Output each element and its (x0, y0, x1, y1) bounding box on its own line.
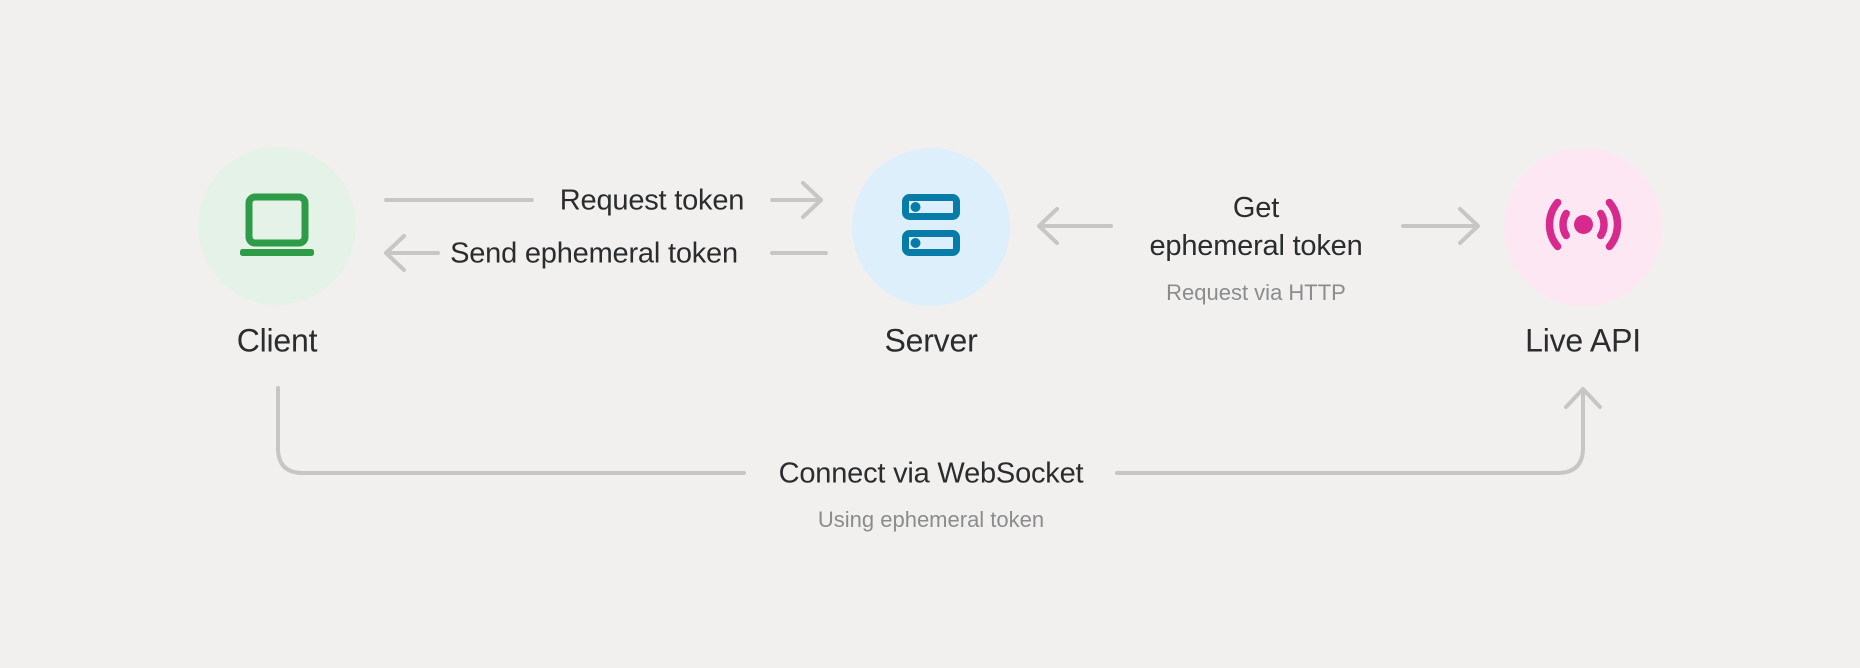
request-token-label: Request token (559, 184, 745, 217)
client-label: Client (236, 322, 318, 359)
laptop-icon (239, 192, 315, 261)
server-icon (902, 193, 960, 261)
websocket-path-left (276, 386, 746, 475)
broadcast-icon (1545, 198, 1622, 256)
get-ephemeral-token-left-arrow (1037, 207, 1113, 245)
request-token-arrow (770, 181, 823, 219)
websocket-path-right (1115, 390, 1585, 475)
get-ephemeral-token-label: Get ephemeral token (1149, 189, 1362, 265)
get-ephemeral-token-label-line1: Get (1232, 192, 1280, 224)
live-api-node (1504, 148, 1662, 306)
connect-websocket-label: Connect via WebSocket (778, 457, 1084, 490)
websocket-up-arrowhead (1564, 387, 1602, 409)
server-label: Server (884, 322, 978, 359)
server-node (852, 148, 1010, 306)
send-ephemeral-token-label: Send ephemeral token (450, 237, 738, 270)
get-ephemeral-token-label-line2: ephemeral token (1149, 230, 1363, 262)
send-ephemeral-token-arrow (384, 234, 440, 272)
request-via-http-sublabel: Request via HTTP (1166, 280, 1346, 305)
using-ephemeral-token-sublabel: Using ephemeral token (817, 507, 1045, 532)
get-ephemeral-token-right-arrow (1401, 207, 1480, 245)
client-node (198, 147, 356, 305)
live-api-label: Live API (1525, 322, 1641, 359)
